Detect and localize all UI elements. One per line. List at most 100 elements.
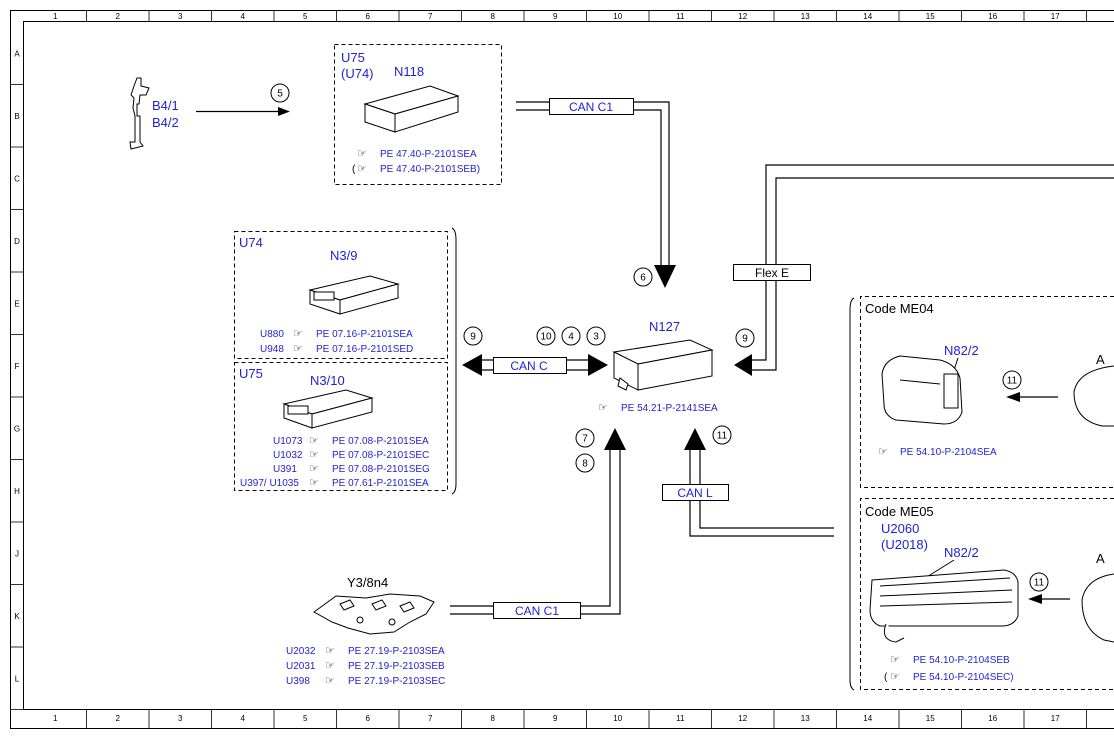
callout-6: 6 bbox=[633, 267, 653, 287]
hand-pointer-icon: ☞ bbox=[309, 477, 319, 489]
b4-arrow-head bbox=[278, 107, 290, 116]
callout-9-right: 9 bbox=[735, 328, 755, 348]
grid-col-label-top: 5 bbox=[303, 12, 308, 21]
hand-pointer-icon: ☞ bbox=[293, 343, 303, 355]
svg-text:3: 3 bbox=[593, 332, 599, 343]
y3-8n4-ref-3-prefix: U398 bbox=[286, 676, 310, 687]
svg-text:9: 9 bbox=[470, 332, 476, 343]
n3-9-variant: U74 bbox=[239, 235, 263, 250]
n127-code: N127 bbox=[649, 319, 680, 334]
grid-col-label-top: 10 bbox=[613, 12, 622, 21]
me05-title: Code ME05 bbox=[865, 504, 934, 519]
me04-icon bbox=[881, 355, 963, 425]
grid-col-label-bottom: 9 bbox=[553, 714, 558, 723]
hand-pointer-icon: ☞ bbox=[293, 328, 303, 340]
svg-text:5: 5 bbox=[277, 89, 283, 100]
hand-pointer-icon: ☞ bbox=[598, 402, 608, 414]
flex-e-bus: Flex E bbox=[733, 164, 1114, 376]
grid-row-label: C bbox=[14, 174, 20, 183]
hand-pointer-icon: ☞ bbox=[357, 148, 367, 160]
can-l-bus: CAN L bbox=[662, 428, 834, 537]
svg-text:11: 11 bbox=[1034, 578, 1045, 589]
me04-partial-label: A bbox=[1096, 352, 1105, 367]
n118-ref-2-prefix: ( bbox=[352, 164, 356, 175]
y3-8n4-ref-1-prefix: U2032 bbox=[286, 646, 316, 657]
grid-col-label-top: 17 bbox=[1051, 12, 1060, 21]
y3-8n4-icon bbox=[313, 593, 435, 635]
hand-pointer-icon: ☞ bbox=[890, 671, 900, 683]
grid-col-label-bottom: 8 bbox=[491, 714, 496, 723]
n3-9-ref-2-doc: PE 07.16-P-2101SED bbox=[316, 344, 413, 355]
grid-col-label-top: 13 bbox=[801, 12, 810, 21]
grid-row-label: G bbox=[14, 424, 20, 433]
grid-col-label-bottom: 5 bbox=[303, 714, 308, 723]
n3-10-ref-1: U1073 ☞ PE 07.08-P-2101SEA bbox=[273, 435, 429, 447]
grid-col-label-top: 9 bbox=[553, 12, 558, 21]
grid-col-label-bottom: 1 bbox=[53, 714, 58, 723]
me05-dashed-box bbox=[860, 498, 1114, 690]
grid-col-label-top: 1 bbox=[53, 12, 58, 21]
svg-text:8: 8 bbox=[582, 459, 588, 470]
n3-9-ref-1: U880 ☞ PE 07.16-P-2101SEA bbox=[260, 328, 413, 340]
can-l-label: CAN L bbox=[677, 486, 713, 500]
can-c1-top-label-box bbox=[549, 98, 634, 115]
callout-7: 7 bbox=[575, 428, 595, 448]
n118-ref-2-doc: PE 47.40-P-2101SEB) bbox=[380, 164, 480, 175]
flex-e-label: Flex E bbox=[755, 266, 789, 280]
can-l-line-outer bbox=[689, 448, 834, 537]
n3-10-ref-2-doc: PE 07.08-P-2101SEC bbox=[332, 450, 429, 461]
me05-ref-1: ☞ PE 54.10-P-2104SEB bbox=[890, 654, 1010, 666]
me05-ref-2-doc: PE 54.10-P-2104SEC) bbox=[913, 672, 1014, 683]
grid-col-label-bottom: 2 bbox=[116, 714, 121, 723]
grid-layer: 1122334455667788991010111112121313141415… bbox=[11, 11, 1087, 728]
code-me05-box: Code ME05 U2060 (U2018) N82/2 A ☞ PE 54.… bbox=[860, 498, 1114, 690]
callout-11-me04: 11 bbox=[1002, 370, 1022, 390]
grid-row-label: E bbox=[14, 299, 19, 308]
me05-variant-1: U2060 bbox=[881, 521, 919, 536]
n3-10-variant: U75 bbox=[239, 366, 263, 381]
y3-8n4-ref-1-doc: PE 27.19-P-2103SEA bbox=[348, 646, 445, 657]
hand-pointer-icon: ☞ bbox=[878, 446, 888, 458]
grid-col-label-top: 11 bbox=[676, 12, 685, 21]
n3-9-icon bbox=[308, 275, 400, 315]
grid-col-label-bottom: 11 bbox=[676, 714, 685, 723]
me05-arrow-head bbox=[1028, 594, 1042, 604]
hand-pointer-icon: ☞ bbox=[325, 645, 335, 657]
engine-ecu-group: U74 N3/9 U880 ☞ PE 07.16-P-2101SEA U948 … bbox=[234, 227, 457, 495]
can-c-arrow-right bbox=[588, 354, 608, 376]
b4-label-1: B4/1 bbox=[152, 98, 179, 113]
grid-col-label-bottom: 12 bbox=[738, 714, 747, 723]
frame-outer bbox=[10, 10, 1114, 729]
hand-pointer-icon: ☞ bbox=[325, 675, 335, 687]
grid-col-label-top: 2 bbox=[116, 12, 121, 21]
can-c1-bottom-line-inner bbox=[450, 450, 611, 607]
me05-code: N82/2 bbox=[944, 545, 979, 560]
can-c1-bottom-label-box bbox=[493, 602, 581, 619]
grid-col-label-top: 8 bbox=[491, 12, 496, 21]
can-l-arrow bbox=[684, 428, 706, 450]
n3-9-dashed-box bbox=[234, 231, 448, 359]
n3-10-ref-1-doc: PE 07.08-P-2101SEA bbox=[332, 436, 429, 447]
me-group-bracket bbox=[849, 297, 855, 691]
n127-module: N127 ☞ PE 54.21-P-2141SEA bbox=[598, 319, 718, 414]
n118-code: N118 bbox=[394, 64, 424, 79]
callout-11-me05: 11 bbox=[1029, 572, 1049, 592]
can-c1-top-line-inner bbox=[516, 109, 662, 265]
n3-10-ref-4: U397/ U1035 ☞ PE 07.61-P-2101SEA bbox=[240, 477, 429, 489]
callout-4: 4 bbox=[561, 326, 581, 346]
y3-8n4-ref-1: U2032 ☞ PE 27.19-P-2103SEA bbox=[286, 645, 445, 657]
n118-variant-2: (U74) bbox=[341, 66, 374, 81]
y3-8n4-module: Y3/8n4 U2032 ☞ PE 27.19-P-2103SEA U2031 … bbox=[286, 575, 445, 687]
grid-row-label: J bbox=[15, 549, 19, 558]
svg-text:7: 7 bbox=[582, 434, 588, 445]
n3-10-ref-4-doc: PE 07.61-P-2101SEA bbox=[332, 478, 429, 489]
hand-pointer-icon: ☞ bbox=[357, 163, 367, 175]
n3-9-code: N3/9 bbox=[330, 248, 357, 263]
me04-partial-icon bbox=[1073, 365, 1114, 427]
y3-8n4-ref-2-doc: PE 27.19-P-2103SEB bbox=[348, 661, 445, 672]
grid-col-label-bottom: 15 bbox=[926, 714, 935, 723]
can-c1-bottom-arrow bbox=[604, 428, 626, 450]
code-me04-box: Code ME04 N82/2 A ☞ PE 54.10-P-2104SEA bbox=[849, 296, 1114, 691]
